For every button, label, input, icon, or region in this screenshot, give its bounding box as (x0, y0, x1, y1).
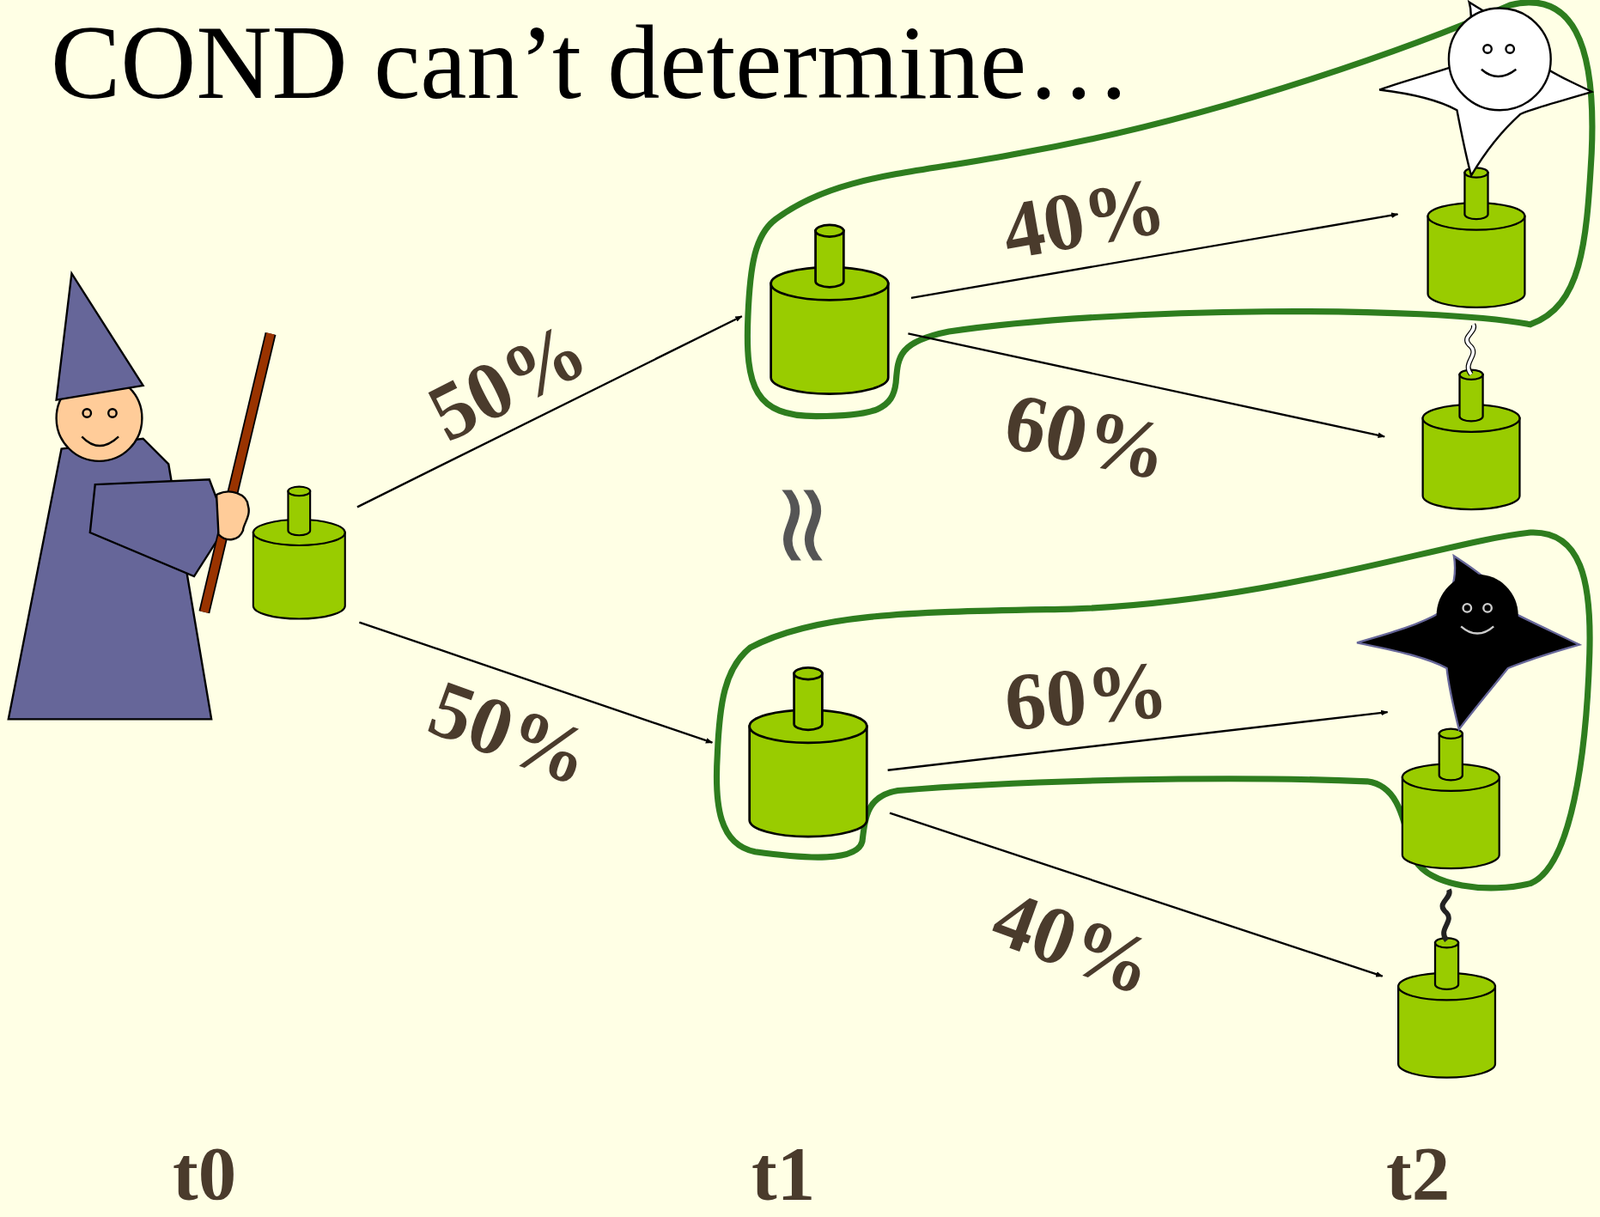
approx-symbol: ≈ (749, 478, 863, 573)
smoke-wisp (1441, 889, 1449, 941)
time-label: t2 (1386, 1135, 1450, 1212)
smoke-wisp (1466, 324, 1474, 375)
group-outline (716, 532, 1590, 889)
smoke-wisp (1466, 324, 1474, 375)
probability-label: 60% (997, 379, 1175, 493)
probability-label: 40% (996, 164, 1172, 274)
probability-label: 40% (982, 876, 1164, 1009)
white-genie (1379, 1, 1592, 176)
time-label: t0 (172, 1135, 237, 1212)
black-genie (1356, 555, 1580, 730)
probability-label: 50% (419, 666, 601, 799)
probability-label: 60% (1001, 648, 1172, 744)
wizard (8, 273, 271, 719)
bottles (253, 167, 1526, 1077)
arrows (357, 213, 1399, 976)
slide-title: COND can’t determine… (50, 10, 1132, 116)
time-label: t1 (751, 1135, 816, 1212)
